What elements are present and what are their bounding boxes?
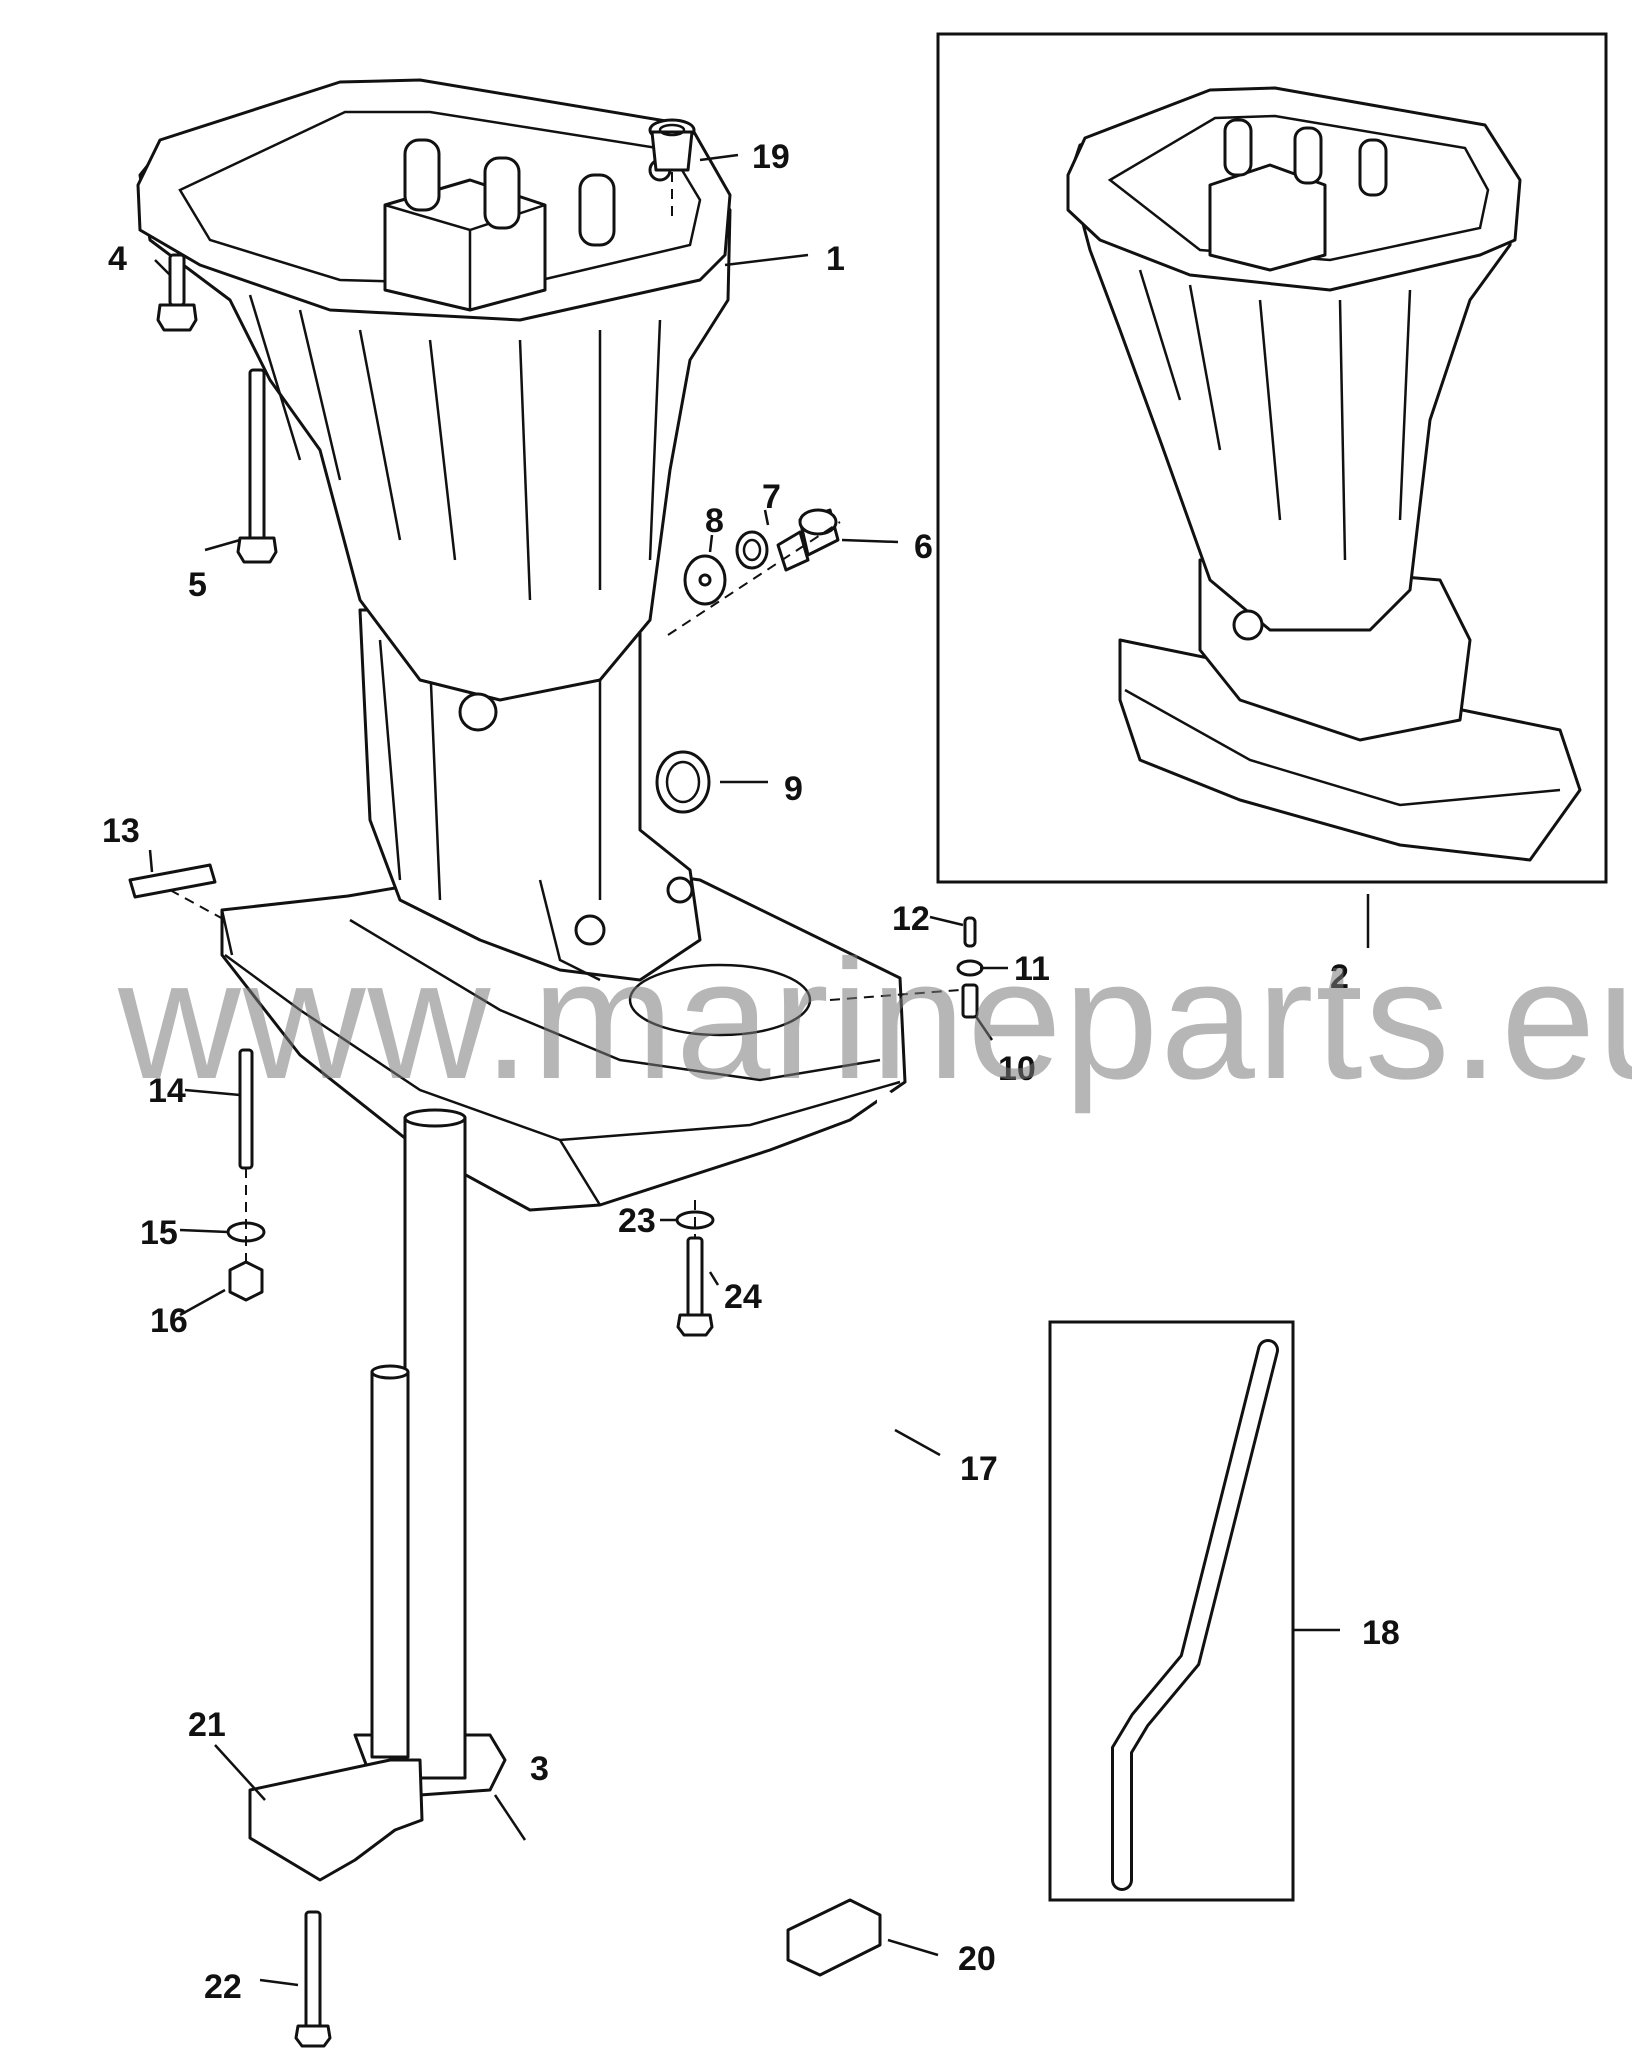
part-3-tube-assembly [353,1108,507,1797]
part-16-nut [228,1260,264,1302]
inset-frame-assembly [936,32,1608,884]
part-18-hose-core [1114,1342,1276,1888]
callout-3: 3 [530,1750,549,1788]
callout-8: 8 [705,502,724,540]
housing-assembly-inset [1066,86,1582,862]
callout-23: 23 [618,1202,656,1240]
callout-6: 6 [914,528,933,566]
part-7-seal-ring [735,530,769,570]
callout-1: 1 [826,240,845,278]
part-22-bolt [294,1910,332,2048]
callout-24: 24 [724,1278,762,1316]
callout-13: 13 [102,812,140,850]
part-10-fitting [961,983,979,1019]
callout-10: 10 [998,1050,1036,1088]
callout-14: 14 [148,1072,186,1110]
callout-22: 22 [204,1968,242,2006]
part-19-grommet [648,118,696,172]
callout-9: 9 [784,770,803,808]
callout-7: 7 [762,478,781,516]
part-6-plug [776,508,840,572]
driveshaft-housing [136,78,907,1212]
part-17-hose [788,1096,887,1902]
part-8-washer [683,554,727,606]
part-4-bolt [156,253,198,332]
part-12-pin [963,916,977,948]
assembly-centerlines [169,172,961,1262]
callout-2: 2 [1330,958,1349,996]
callout-21: 21 [188,1706,226,1744]
callout-18: 18 [1362,1614,1400,1652]
callout-15: 15 [140,1214,178,1252]
callout-16: 16 [150,1302,188,1340]
part-21-bracket [248,1758,424,1882]
callout-4: 4 [108,240,127,278]
part-17-hose-core [781,1090,893,1908]
callout-11: 11 [1014,950,1050,988]
watermark-text: www.marineparts.eu [117,925,1632,1115]
part-13-plate [128,863,217,899]
callout-12: 12 [892,900,930,938]
callout-19: 19 [752,138,790,176]
inset-frame-hose [1048,1320,1295,1902]
callout-leaders [148,153,1370,1987]
part-9-seal [655,750,711,814]
part-24-bolt [676,1236,714,1337]
callout-20: 20 [958,1940,996,1978]
callout-17: 17 [960,1450,998,1488]
part-5-bolt [236,368,278,564]
part-20-block [786,1898,882,1977]
callout-5: 5 [188,566,207,604]
